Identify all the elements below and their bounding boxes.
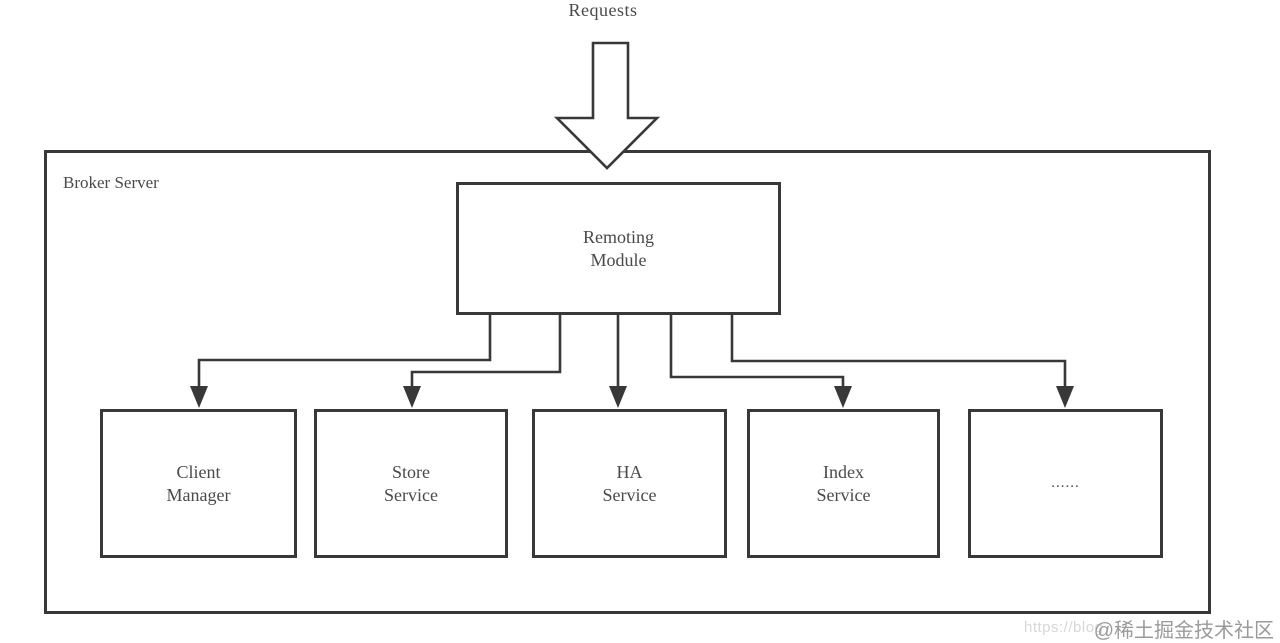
watermark: https://blog @稀土掘金技术社区 <box>1024 612 1276 642</box>
requests-label: Requests <box>568 0 638 20</box>
node-ha-service: HA Service <box>532 409 727 558</box>
remoting-module-box: Remoting Module <box>456 182 781 315</box>
node-index-service: Index Service <box>747 409 940 558</box>
node-client-manager: Client Manager <box>100 409 297 558</box>
watermark-url-text: https://blog <box>1024 619 1104 636</box>
watermark-community-text: @稀土掘金技术社区 <box>1093 620 1274 642</box>
node-ellipsis: ...... <box>968 409 1163 558</box>
broker-server-label: Broker Server <box>63 173 159 192</box>
node-store-service: Store Service <box>314 409 508 558</box>
